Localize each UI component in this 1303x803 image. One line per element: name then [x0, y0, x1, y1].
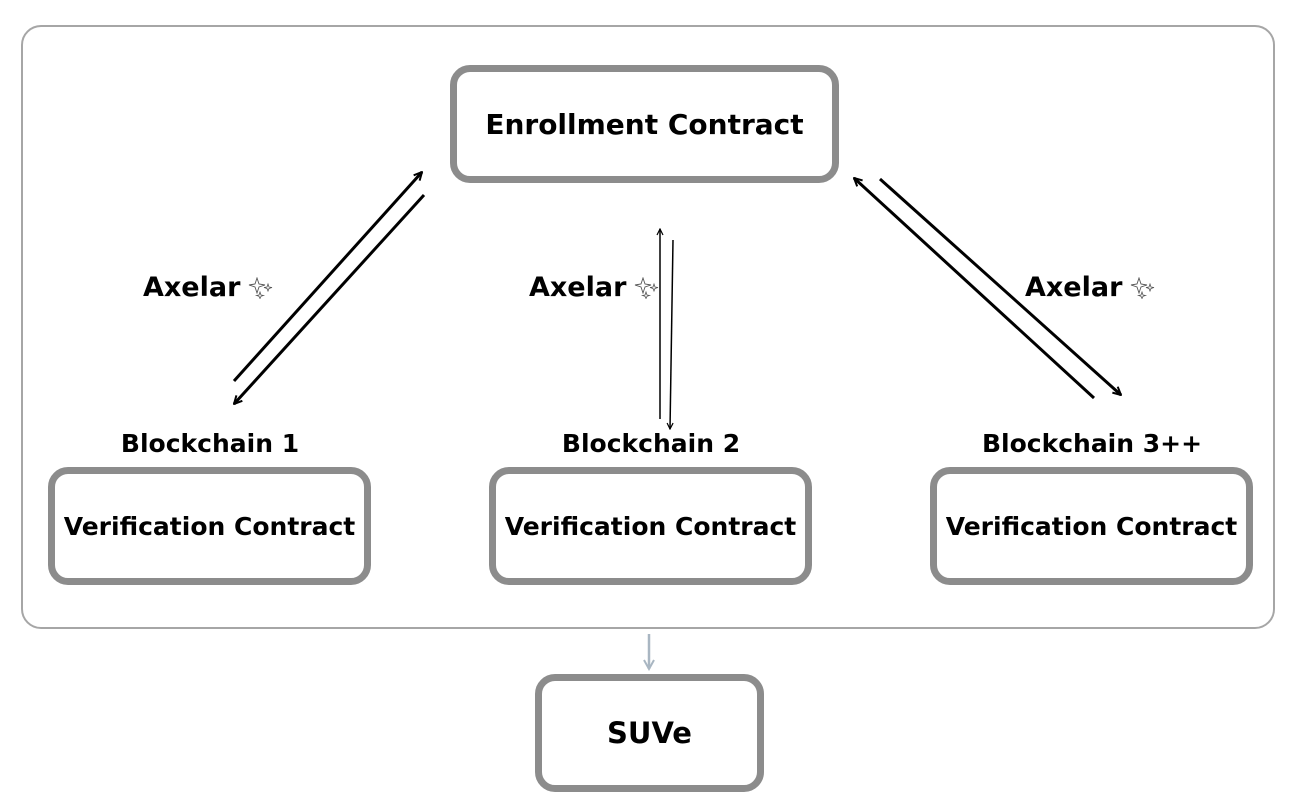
verification-contract-label-1: Verification Contract — [63, 511, 356, 541]
system-frame — [21, 25, 1275, 629]
blockchain-1-label: Blockchain 1 — [120, 429, 300, 458]
axelar-text-2: Axelar — [529, 272, 627, 303]
verification-contract-box-3: Verification Contract — [930, 467, 1253, 585]
arrow-chain3-to-enrollment — [854, 178, 1096, 400]
arrow-chain1-to-enrollment — [232, 172, 422, 383]
sparkles-icon — [634, 276, 660, 299]
axelar-label-3: Axelar — [1025, 272, 1156, 303]
axelar-text-3: Axelar — [1025, 272, 1123, 303]
verification-contract-box-1: Verification Contract — [48, 467, 371, 585]
axelar-label-1: Axelar — [143, 272, 274, 303]
verification-contract-box-2: Verification Contract — [489, 467, 812, 585]
arrow-enrollment-to-chain3 — [878, 177, 1121, 395]
arrow-enrollment-to-chain1 — [234, 193, 426, 404]
sparkles-icon — [248, 276, 274, 299]
sparkles-icon — [1130, 276, 1156, 299]
suve-label: SUVe — [607, 716, 692, 750]
axelar-text-1: Axelar — [143, 272, 241, 303]
blockchain-3-label: Blockchain 3++ — [981, 429, 1203, 458]
suve-box: SUVe — [535, 674, 764, 792]
enrollment-contract-box: Enrollment Contract — [450, 65, 839, 183]
enrollment-contract-label: Enrollment Contract — [485, 107, 804, 141]
axelar-label-2: Axelar — [529, 272, 660, 303]
verification-contract-label-2: Verification Contract — [504, 511, 797, 541]
arrow-enrollment-to-chain2 — [670, 239, 674, 429]
verification-contract-label-3: Verification Contract — [945, 511, 1238, 541]
blockchain-2-label: Blockchain 2 — [561, 429, 741, 458]
